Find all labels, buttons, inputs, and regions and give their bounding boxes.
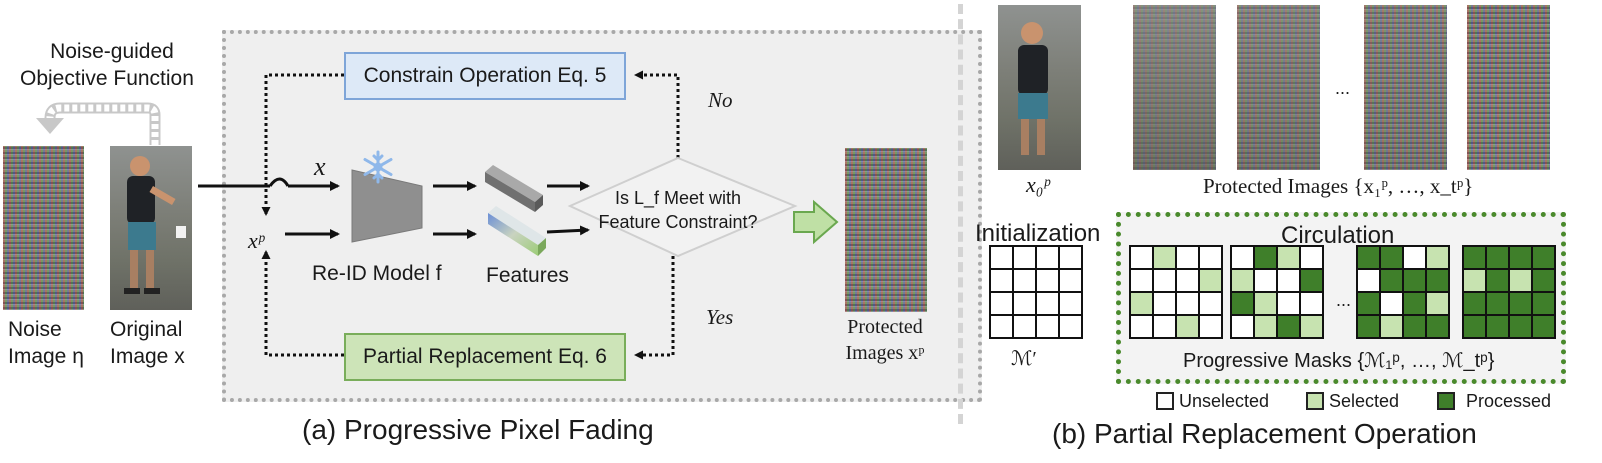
panel-divider bbox=[958, 4, 963, 424]
protected-images-set-label: Protected Images {x₁ᵖ, …, x_tᵖ} bbox=[1203, 174, 1474, 198]
noise-image-label: Noise Image η bbox=[8, 316, 84, 370]
frozen-snowflake-icon bbox=[363, 150, 393, 184]
decision-text-line2: Feature Constraint? bbox=[598, 212, 758, 232]
partial-replacement-box: Partial Replacement Eq. 6 bbox=[344, 333, 626, 381]
feature-bar-colored bbox=[488, 206, 546, 256]
decision-diamond bbox=[567, 156, 798, 258]
original-image-label-line2: Image x bbox=[110, 345, 185, 368]
initialization-label: Initialization bbox=[975, 220, 1101, 247]
protected-images-label-line1: Protected bbox=[847, 316, 923, 338]
yes-label: Yes bbox=[706, 305, 734, 329]
noise-image bbox=[3, 146, 84, 310]
reid-model-shape bbox=[351, 169, 423, 243]
noise-image-label-line1: Noise bbox=[8, 318, 62, 341]
legend-unselected-swatch bbox=[1156, 392, 1174, 410]
protected-image-output bbox=[845, 148, 927, 312]
noise-guided-arrowhead bbox=[36, 118, 64, 134]
features-label: Features bbox=[486, 264, 569, 287]
pedestrian-figure-icon bbox=[1018, 22, 1048, 155]
original-image-x0 bbox=[998, 5, 1081, 170]
feature-bar-gray bbox=[485, 165, 543, 212]
mask-ellipsis: ... bbox=[1336, 290, 1352, 310]
protected-image-2 bbox=[1237, 5, 1320, 170]
noise-image-label-line2: Image η bbox=[8, 345, 84, 368]
x0-label: x₀ᵖ bbox=[1026, 172, 1050, 197]
protected-ellipsis: ... bbox=[1335, 78, 1351, 98]
protected-image-1 bbox=[1133, 5, 1216, 170]
noise-guided-line2: Objective Function bbox=[20, 67, 194, 90]
protected-image-t bbox=[1467, 5, 1550, 170]
protected-images-label-line2: Images xᵖ bbox=[845, 342, 925, 364]
noise-guided-arrow bbox=[44, 102, 161, 145]
constrain-operation-box: Constrain Operation Eq. 5 bbox=[344, 52, 626, 100]
legend-processed-swatch bbox=[1437, 392, 1455, 410]
pedestrian-figure-icon bbox=[124, 156, 186, 294]
original-image-label-line1: Original bbox=[110, 318, 183, 341]
original-image-label: Original Image x bbox=[110, 316, 185, 370]
reid-model-label: Re-ID Model f bbox=[312, 262, 442, 285]
decision-text-line1: Is L_f Meet with bbox=[614, 188, 742, 208]
progressive-masks-label: Progressive Masks {ℳ₁ᵖ, …, ℳ_tᵖ} bbox=[1183, 350, 1495, 372]
legend-selected-label: Selected bbox=[1329, 391, 1400, 411]
label-xp: xᵖ bbox=[248, 228, 264, 253]
protected-images-label: Protected Images xᵖ bbox=[830, 314, 940, 366]
no-label: No bbox=[708, 88, 733, 112]
legend-unselected-label: Unselected bbox=[1179, 391, 1270, 411]
caption-a: (a) Progressive Pixel Fading bbox=[302, 414, 654, 445]
caption-b: (b) Partial Replacement Operation bbox=[1052, 418, 1477, 449]
yes-branch-arrow bbox=[634, 256, 675, 360]
protected-image-3 bbox=[1364, 5, 1447, 170]
noise-guided-label: Noise-guided Objective Function bbox=[20, 38, 194, 92]
output-arrow bbox=[793, 199, 839, 245]
original-image bbox=[110, 146, 192, 310]
circulation-label: Circulation bbox=[1281, 222, 1395, 249]
partial-to-xp-arrow bbox=[261, 250, 344, 357]
noise-guided-line1: Noise-guided bbox=[50, 40, 174, 63]
m-prime-label: ℳ′ bbox=[1011, 348, 1037, 370]
legend-selected-swatch bbox=[1306, 392, 1324, 410]
legend-processed-label: Processed bbox=[1466, 391, 1552, 411]
constrain-to-xp-arrow bbox=[261, 73, 344, 216]
label-x: x bbox=[314, 152, 326, 181]
features-to-decision-arrow-bottom bbox=[546, 225, 590, 236]
no-branch-arrow bbox=[634, 70, 680, 158]
decision-text: Is L_f Meet with Feature Constraint? bbox=[576, 186, 780, 234]
